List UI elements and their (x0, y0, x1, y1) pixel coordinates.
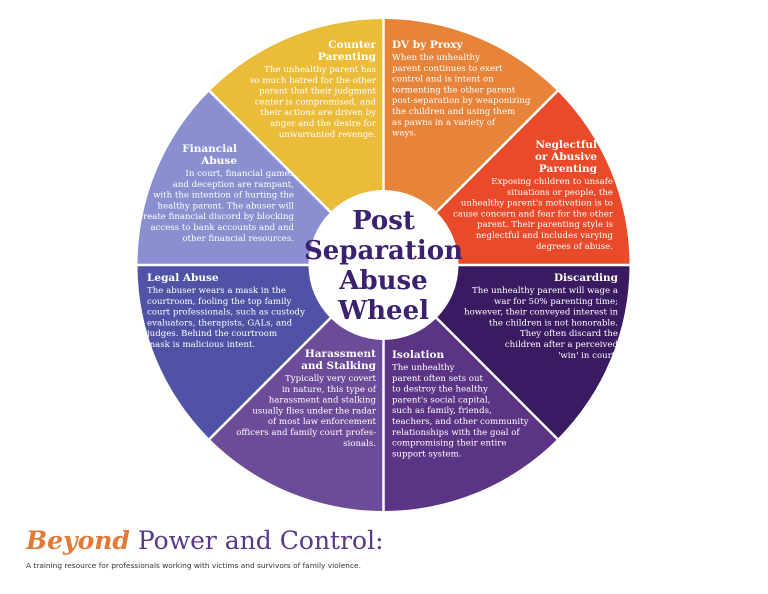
brand-emphasis: Beyond (26, 526, 130, 555)
segment-text-dv-by-proxy: When the unhealthy (392, 53, 480, 63)
segment-text-counter-parenting: The unhealthy parent has (264, 65, 376, 75)
segment-text-isolation: support system. (392, 449, 462, 459)
segment-title-discarding: Discarding (554, 272, 619, 284)
segment-title-counter-parenting: Counter (328, 39, 376, 51)
segment-title-neglectful-parenting: Neglectful (535, 139, 597, 151)
segment-title-harassment-stalking: and Stalking (301, 360, 377, 372)
segment-text-isolation: parent often sets out (392, 374, 483, 384)
segment-text-dv-by-proxy: ways. (392, 129, 416, 139)
center-circle (308, 190, 459, 340)
segment-title-harassment-stalking: Harassment (305, 348, 376, 360)
center-title-line: Separation (304, 236, 463, 266)
segment-text-harassment-stalking: sionals. (343, 439, 376, 449)
segment-text-discarding: however, their conveyed interest in (464, 308, 618, 318)
segment-text-isolation: teachers, and other community (392, 417, 529, 427)
wedge-counter-parenting (209, 19, 384, 265)
center-title-line: Abuse (338, 266, 427, 296)
segment-text-legal-abuse: The abuser wears a mask in the (147, 286, 286, 296)
segment-text-isolation: The unhealthy (392, 363, 455, 373)
segment-text-financial-abuse: create financial discord by blocking (138, 212, 294, 222)
segment-text-dv-by-proxy: control and is intent on (392, 75, 494, 85)
segment-text-dv-by-proxy: as pawns in a variety of (392, 118, 496, 128)
segment-title-dv-by-proxy: DV by Proxy (392, 39, 464, 51)
segment-text-legal-abuse: mask is malicious intent. (147, 340, 255, 350)
wedge-isolation (383, 265, 558, 511)
segment-text-legal-abuse: courtroom, fooling the top family (147, 297, 292, 307)
segment-title-neglectful-parenting: or Abusive (535, 151, 597, 163)
segment-text-legal-abuse: judges. Behind the courtroom (146, 329, 277, 339)
wedge-neglectful-parenting (383, 91, 630, 266)
segment-text-discarding: war for 50% parenting time; (494, 297, 618, 307)
segment-text-counter-parenting: center is compromised, and (255, 97, 377, 107)
segment-text-financial-abuse: other financial resources. (182, 234, 294, 244)
segment-text-discarding: children after a perceived (505, 340, 619, 350)
segment-text-isolation: such as family, friends, (392, 406, 492, 416)
wedge-financial-abuse (137, 91, 384, 266)
segment-text-dv-by-proxy: post-separation by weaponizing (392, 96, 531, 106)
wedge-discarding (383, 265, 630, 439)
brand-rest: Power and Control: (129, 526, 384, 555)
segment-text-dv-by-proxy: parent continues to exert (392, 64, 503, 74)
segment-text-isolation: parent's social capital, (392, 395, 490, 405)
segment-text-dv-by-proxy: tormenting the other parent (392, 85, 516, 95)
segment-text-neglectful-parenting: situations or people, the (507, 188, 613, 198)
segment-text-isolation: relationships with the goal of (392, 428, 520, 438)
segment-text-legal-abuse: court professionals, such as custody (147, 308, 305, 318)
wedge-dv-by-proxy (383, 19, 558, 265)
segment-text-counter-parenting: so much hatred for the other (250, 76, 377, 86)
segment-text-financial-abuse: access to bank accounts and and (151, 223, 295, 233)
segment-title-financial-abuse: Abuse (200, 155, 237, 167)
segment-text-legal-abuse: evaluators, therapists, GALs, and (147, 318, 293, 328)
center-title-line: Post (352, 206, 415, 236)
center-title-line: Wheel (337, 296, 429, 326)
segment-text-neglectful-parenting: neglectful and includes varying (476, 231, 614, 241)
segment-text-neglectful-parenting: degrees of abuse. (536, 242, 613, 252)
segment-text-neglectful-parenting: unhealthy parent's motivation is to (461, 199, 613, 209)
segment-text-counter-parenting: anger and the desire for (270, 119, 377, 129)
wedge-legal-abuse (137, 265, 384, 439)
segment-text-discarding: 'win' in court. (558, 351, 618, 361)
tagline: A training resource for professionals wo… (26, 561, 361, 570)
segment-text-neglectful-parenting: parent. Their parenting style is (477, 220, 613, 230)
segment-text-isolation: to destroy the healthy (392, 385, 488, 395)
segment-text-financial-abuse: healthy parent. The abuser will (157, 201, 294, 211)
segment-text-harassment-stalking: harassment and stalking (269, 396, 377, 406)
wedge-harassment-stalking (209, 265, 384, 511)
segment-text-neglectful-parenting: Exposing children to unsafe (491, 177, 613, 187)
segment-text-harassment-stalking: in nature, this type of (282, 385, 377, 395)
segment-text-discarding: They often discard the (520, 329, 618, 339)
segment-text-counter-parenting: unwarranted revenge. (279, 130, 376, 140)
segment-text-isolation: compromising their entire (392, 439, 506, 449)
segment-text-harassment-stalking: Typically very covert (285, 374, 377, 384)
segment-title-legal-abuse: Legal Abuse (147, 272, 219, 284)
segment-text-harassment-stalking: of most law enforcement (268, 417, 377, 427)
segment-title-isolation: Isolation (392, 349, 444, 361)
segment-text-financial-abuse: In court, financial games (185, 169, 294, 179)
segment-text-financial-abuse: and deception are rampant, (173, 180, 294, 190)
segment-title-counter-parenting: Parenting (318, 51, 377, 63)
segment-text-discarding: The unhealthy parent will wage a (472, 286, 618, 296)
segment-text-financial-abuse: with the intention of hurting the (153, 191, 294, 201)
segment-text-harassment-stalking: officers and family court profes- (236, 428, 376, 438)
segment-text-counter-parenting: their actions are driven by (260, 108, 376, 118)
segment-text-discarding: the children is not honorable. (489, 318, 618, 328)
segment-text-neglectful-parenting: cause concern and fear for the other (453, 209, 614, 219)
brand-title: Beyond Power and Control: (26, 526, 384, 555)
segment-text-dv-by-proxy: the children and using them (392, 107, 515, 117)
segment-text-harassment-stalking: usually flies under the radar (252, 406, 377, 416)
segment-text-counter-parenting: parent that their judgment (259, 87, 376, 97)
segment-title-financial-abuse: Financial (182, 143, 237, 155)
segment-title-neglectful-parenting: Parenting (539, 163, 598, 175)
